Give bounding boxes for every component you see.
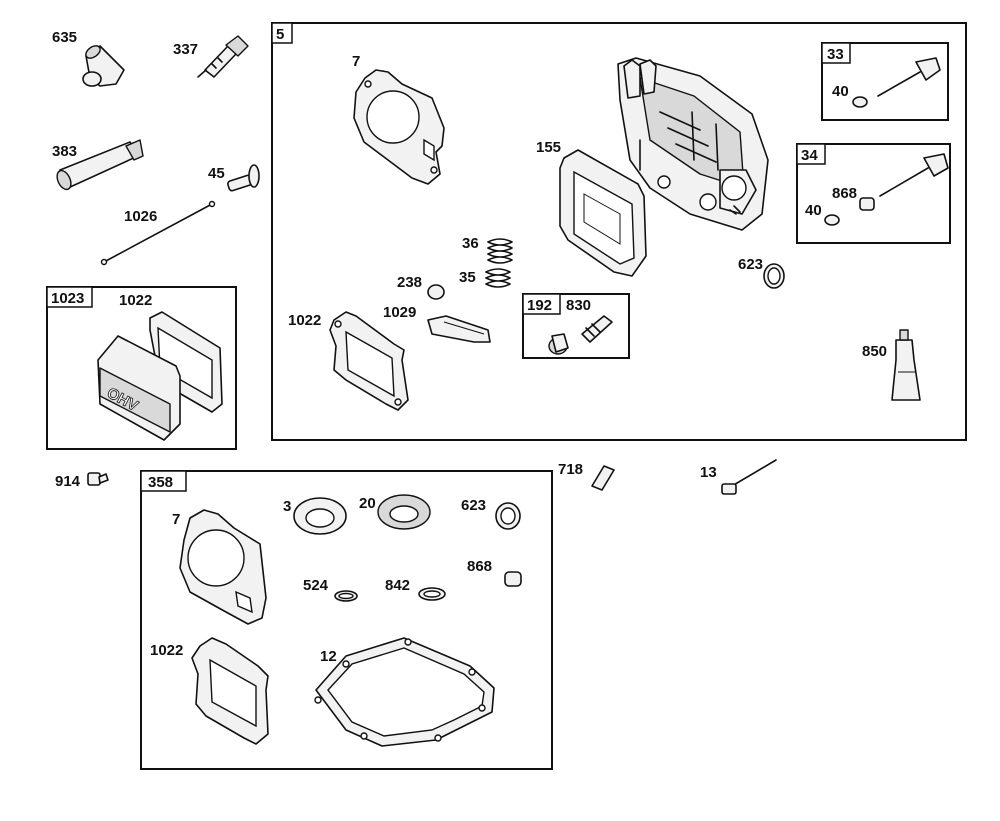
- spark-plug-part: [197, 35, 249, 78]
- label-7-b: 7: [172, 511, 180, 528]
- label-155: 155: [536, 139, 561, 156]
- frame-34: 34: [796, 143, 951, 244]
- label-383: 383: [52, 143, 77, 160]
- valve-cover-assembly-part: OHV: [97, 311, 223, 441]
- dipstick-tube-part: [56, 139, 144, 191]
- label-337: 337: [173, 41, 198, 58]
- valve-cover-gasket-part: [559, 149, 647, 277]
- frame-1023: 1023: [46, 286, 237, 450]
- head-gasket-kit-part: [179, 509, 267, 625]
- cylinder-head-part: [617, 57, 769, 231]
- label-35: 35: [459, 269, 476, 286]
- frame-5-tag: 5: [276, 26, 284, 43]
- label-1026: 1026: [124, 208, 157, 225]
- oil-seal-20-part: [377, 494, 431, 530]
- bolt-914-part: [87, 472, 109, 486]
- label-36: 36: [462, 235, 479, 252]
- bushing-868-part: [504, 571, 522, 587]
- label-20: 20: [359, 495, 376, 512]
- label-1022-c: 1022: [150, 642, 183, 659]
- label-623-a: 623: [738, 256, 763, 273]
- label-623-b: 623: [461, 497, 486, 514]
- frame-358-tag: 358: [148, 474, 173, 491]
- label-40-a: 40: [832, 83, 849, 100]
- frame-192: 192: [522, 293, 630, 359]
- frame-5: 5: [271, 22, 967, 441]
- label-1029: 1029: [383, 304, 416, 321]
- label-12: 12: [320, 648, 337, 665]
- oil-fill-plug-part: [227, 164, 260, 192]
- frame-358: 358: [140, 470, 553, 770]
- label-914: 914: [55, 473, 81, 490]
- label-13: 13: [700, 464, 717, 481]
- intake-valve-part: [852, 57, 941, 108]
- label-842: 842: [385, 577, 410, 594]
- label-850: 850: [862, 343, 887, 360]
- label-524: 524: [303, 577, 329, 594]
- label-635: 635: [52, 29, 77, 46]
- label-868-a: 868: [832, 185, 857, 202]
- head-gasket-part: [353, 69, 445, 185]
- frame-33-tag: 33: [827, 46, 844, 63]
- valve-spring-35-part: [485, 268, 511, 288]
- frame-33: 33: [821, 42, 949, 121]
- frame-34-tag: 34: [801, 147, 818, 164]
- breather-fitting-part: [548, 315, 613, 355]
- dowel-pin-718-part: [591, 465, 615, 491]
- label-3: 3: [283, 498, 291, 515]
- crankcase-gasket-part: [314, 637, 495, 747]
- frame-192-tag: 192: [527, 297, 552, 314]
- exhaust-valve-part: [824, 153, 949, 226]
- valve-spring-36-part: [487, 238, 513, 264]
- label-868-b: 868: [467, 558, 492, 575]
- sealant-tube-part: [891, 329, 921, 401]
- label-1022-a: 1022: [119, 292, 152, 309]
- exhaust-gasket-kit-part: [191, 637, 269, 745]
- label-7-a: 7: [352, 53, 360, 70]
- exhaust-gasket-part: [329, 311, 409, 411]
- label-238: 238: [397, 274, 422, 291]
- oil-seal-3-part: [293, 497, 347, 535]
- label-830: 830: [566, 297, 591, 314]
- label-1022-b: 1022: [288, 312, 321, 329]
- spark-plug-boot-part: [82, 45, 125, 87]
- frame-1023-tag: 1023: [51, 290, 84, 307]
- label-718: 718: [558, 461, 583, 478]
- label-45: 45: [208, 165, 225, 182]
- push-rod-part: [103, 203, 213, 263]
- valve-seal-238-part: [427, 284, 445, 300]
- bolt-13-part: [721, 459, 777, 495]
- label-40-b: 40: [805, 202, 822, 219]
- rocker-arm-part: [427, 315, 491, 343]
